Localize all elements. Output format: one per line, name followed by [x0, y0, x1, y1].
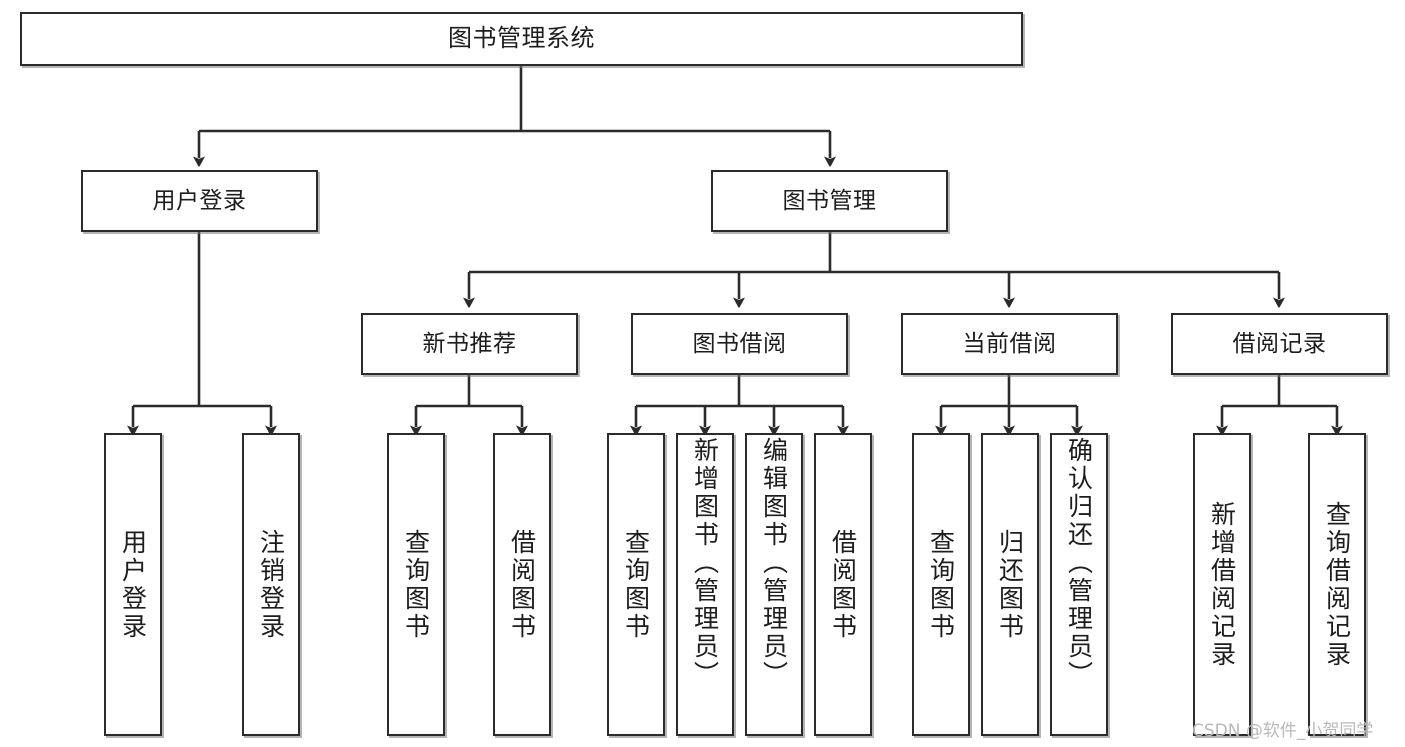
node-borrow-record[interactable]: 借阅记录	[1171, 313, 1388, 375]
node-label: 查询借阅记录	[1322, 500, 1352, 669]
node-leaf-query-book-recommend[interactable]: 查询图书	[387, 433, 445, 736]
node-label: 用户登录	[152, 187, 247, 214]
node-label: 借阅记录	[1232, 330, 1327, 357]
node-leaf-query-borrow-record[interactable]: 查询借阅记录	[1308, 433, 1366, 736]
node-label: 编辑图书（管理员）	[759, 437, 789, 689]
node-label: 新书推荐	[422, 330, 517, 357]
node-book-management[interactable]: 图书管理	[711, 170, 948, 232]
node-current-borrow[interactable]: 当前借阅	[901, 313, 1118, 375]
node-new-book-recommend[interactable]: 新书推荐	[361, 313, 578, 375]
node-leaf-logout[interactable]: 注销登录	[242, 433, 300, 736]
node-label: 确认归还（管理员）	[1064, 437, 1094, 689]
watermark: CSDN @软件_小贺同学	[1192, 721, 1374, 741]
node-leaf-borrow-book-recommend[interactable]: 借阅图书	[493, 433, 551, 736]
node-label: 查询图书	[401, 528, 431, 641]
node-leaf-edit-book-admin[interactable]: 编辑图书（管理员）	[745, 433, 803, 736]
node-leaf-add-book-admin[interactable]: 新增图书（管理员）	[676, 433, 734, 736]
node-label: 注销登录	[256, 528, 286, 641]
node-leaf-return-book[interactable]: 归还图书	[981, 433, 1039, 736]
node-user-login[interactable]: 用户登录	[81, 170, 318, 232]
node-label: 借阅图书	[828, 528, 858, 641]
node-label: 借阅图书	[507, 528, 537, 641]
node-root-book-management-system[interactable]: 图书管理系统	[20, 12, 1023, 66]
node-label: 图书管理	[782, 187, 877, 214]
node-leaf-confirm-return-admin[interactable]: 确认归还（管理员）	[1050, 433, 1108, 736]
node-label: 新增借阅记录	[1207, 500, 1237, 669]
node-label: 归还图书	[995, 528, 1025, 641]
node-leaf-query-book-borrow[interactable]: 查询图书	[607, 433, 665, 736]
node-label: 新增图书（管理员）	[690, 437, 720, 689]
node-label: 用户登录	[118, 528, 148, 641]
node-label: 图书借阅	[692, 330, 787, 357]
node-label: 图书管理系统	[448, 24, 595, 53]
node-leaf-borrow-book[interactable]: 借阅图书	[814, 433, 872, 736]
node-leaf-user-login[interactable]: 用户登录	[104, 433, 162, 736]
node-label: 当前借阅	[962, 330, 1057, 357]
node-book-borrow[interactable]: 图书借阅	[631, 313, 848, 375]
node-leaf-add-borrow-record[interactable]: 新增借阅记录	[1193, 433, 1251, 736]
node-label: 查询图书	[926, 528, 956, 641]
node-label: 查询图书	[621, 528, 651, 641]
node-leaf-query-book-current[interactable]: 查询图书	[912, 433, 970, 736]
